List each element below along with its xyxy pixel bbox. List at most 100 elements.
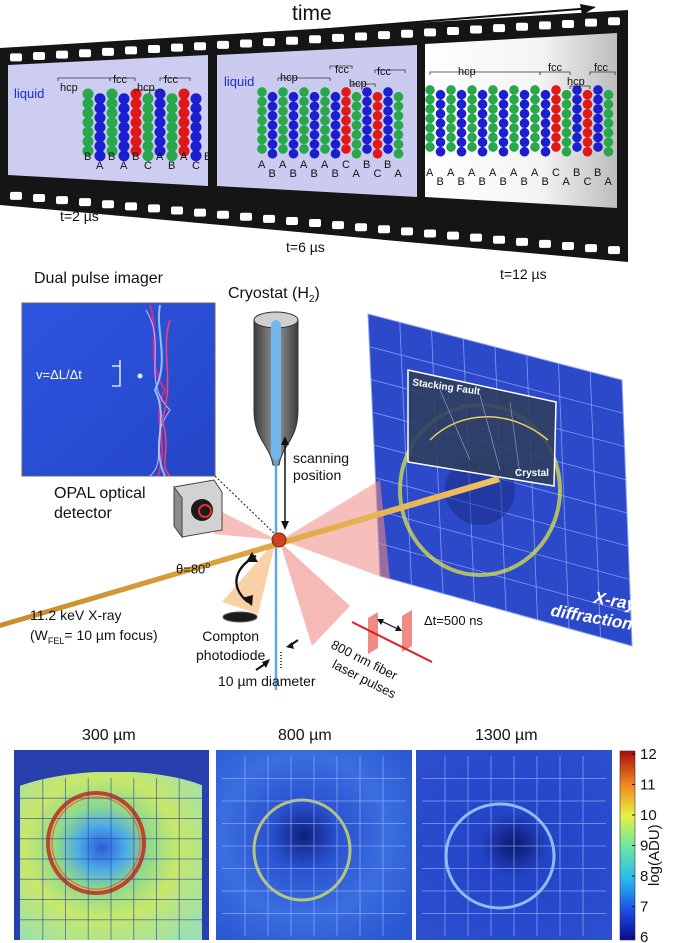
delta-t-arrowhead-left [377,619,384,625]
atom [446,94,456,105]
atom [106,126,118,138]
sprocket-hole [125,202,137,211]
cryostat-label-text: Cryostat (H [228,285,309,302]
sprocket-hole [263,38,275,47]
theta-label: θ=80o [176,560,210,576]
cryostat-core [271,320,281,460]
stacking-letter: B [458,176,465,188]
colorbar-tick-label: 12 [640,748,657,763]
sprocket-hole [562,19,574,28]
atom [351,139,362,150]
diameter-arrow-left-shaft [255,661,269,671]
atom [257,134,267,145]
atom [593,123,603,133]
sprocket-hole [33,52,45,61]
atom [278,125,288,135]
atom [267,139,278,150]
atom [341,125,351,135]
scanning-label-1: scanning [293,450,350,466]
atom [330,120,341,131]
stacking-letter: B [311,168,318,180]
atom [488,123,498,133]
sprocket-hole [447,231,459,240]
atom [435,137,446,148]
atom [299,87,309,97]
atom [383,87,393,97]
sprocket-hole [56,50,68,59]
frame2-struct-1: hcp [280,72,298,84]
atom [477,146,488,157]
frame1-struct-2: fcc [113,74,128,86]
atom [425,85,435,95]
stacking-letter: B [384,159,391,171]
stacking-letter: A [156,151,164,163]
atom [540,146,551,157]
atom [488,113,498,124]
atom [572,94,582,105]
sprocket-hole [79,49,91,58]
stacking-letter: B [132,151,139,163]
atom [82,116,94,129]
atom [118,140,130,152]
stacking-letter: A [447,167,455,179]
frame2-struct-2: fcc [335,64,350,76]
velocity-label: v=ΔL/Δt [36,367,82,382]
atom [106,88,118,100]
panel-1-shadow [14,750,209,788]
stacking-letter: A [180,151,188,163]
structure-bracket [589,71,616,75]
atom [393,148,404,159]
atom [425,142,435,152]
structure-bracket [569,85,591,89]
atom [190,93,202,105]
atom [154,107,166,119]
atom [320,87,330,97]
atom [498,137,509,148]
atom [267,110,278,121]
atom [142,93,154,105]
atom [154,126,166,138]
atom [118,131,130,143]
sprocket-holes-top [10,17,620,62]
atom [561,108,572,119]
opal-label-2: detector [54,505,112,522]
atom [166,93,178,105]
sprocket-hole [516,237,528,246]
atom [190,102,202,114]
atom [467,142,477,152]
atom [166,102,178,114]
atom [278,87,288,97]
frame2-struct-4: fcc [377,66,392,78]
atom [278,144,288,154]
atom [351,91,362,102]
atom [383,134,393,145]
panel-3-title: 1300 µm [475,727,538,744]
atom [288,91,299,102]
atom [498,127,509,138]
atom [82,97,94,110]
frame1-struct-3: hcp [137,82,155,94]
structure-bracket [159,77,191,81]
stacking-letter: A [605,176,613,188]
atom [582,99,593,110]
opal-label-1: OPAL optical [54,485,146,502]
atom [509,104,519,114]
sprocket-hole [309,219,321,228]
stacking-letter: A [563,176,571,188]
atom [477,99,488,110]
sprocket-hole [355,223,367,232]
atom [372,120,383,131]
atom [267,101,278,112]
atom [456,89,467,100]
atom [593,104,603,114]
atom [267,129,278,140]
diameter-arrow-right-shaft [287,639,299,648]
stacking-letter: C [584,176,592,188]
atom [362,106,372,116]
atom [94,150,106,162]
atom [309,148,320,159]
atom [383,144,393,154]
sprocket-hole [240,39,252,48]
atom [435,118,446,129]
atom [362,134,372,145]
